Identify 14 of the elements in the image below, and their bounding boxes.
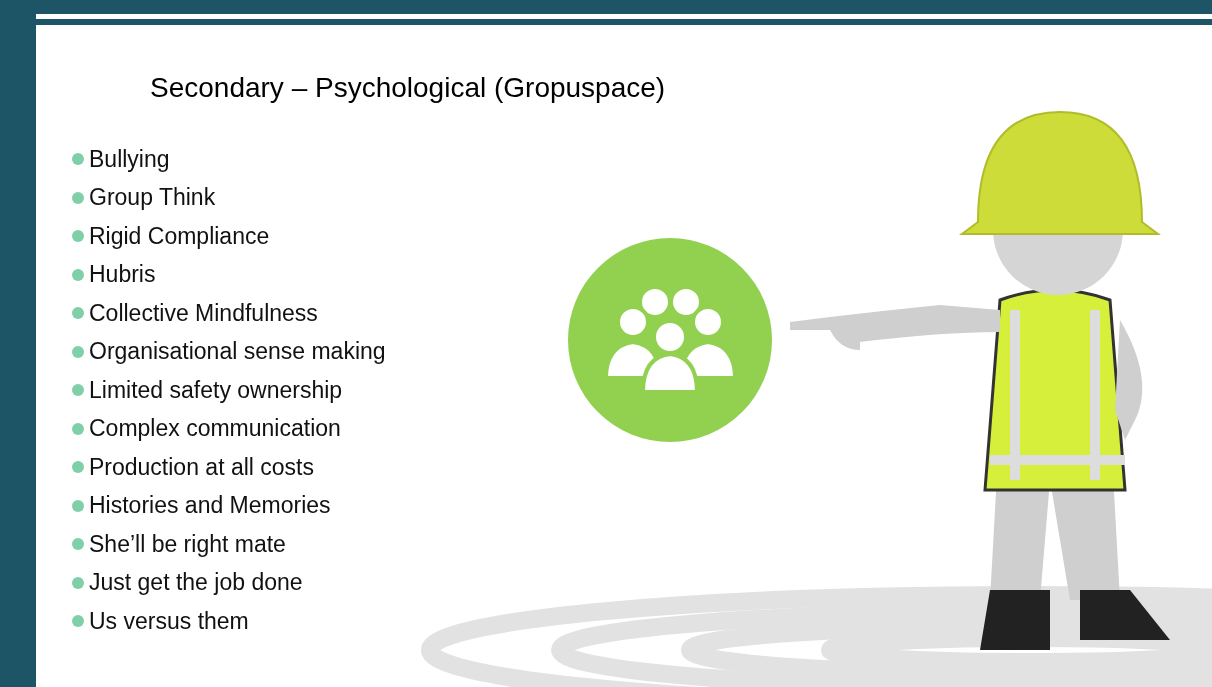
slide-title: Secondary – Psychological (Gropuspace) xyxy=(150,72,666,104)
list-item: Rigid Compliance xyxy=(89,222,270,250)
list-item: Just get the job done xyxy=(89,569,303,597)
list-item: Production at all costs xyxy=(89,453,314,481)
list-item: Collective Mindfulness xyxy=(89,299,318,327)
list-item: Complex communication xyxy=(89,415,341,443)
list-item: Limited safety ownership xyxy=(89,376,343,404)
list-item: Bullying xyxy=(89,145,170,173)
list-item: Organisational sense making xyxy=(89,338,386,366)
list-item: Group Think xyxy=(89,184,216,212)
list-item: Us versus them xyxy=(89,607,249,635)
list-item: Histories and Memories xyxy=(89,492,331,520)
list-item: Hubris xyxy=(89,261,156,289)
list-item: She’ll be right mate xyxy=(89,530,286,558)
